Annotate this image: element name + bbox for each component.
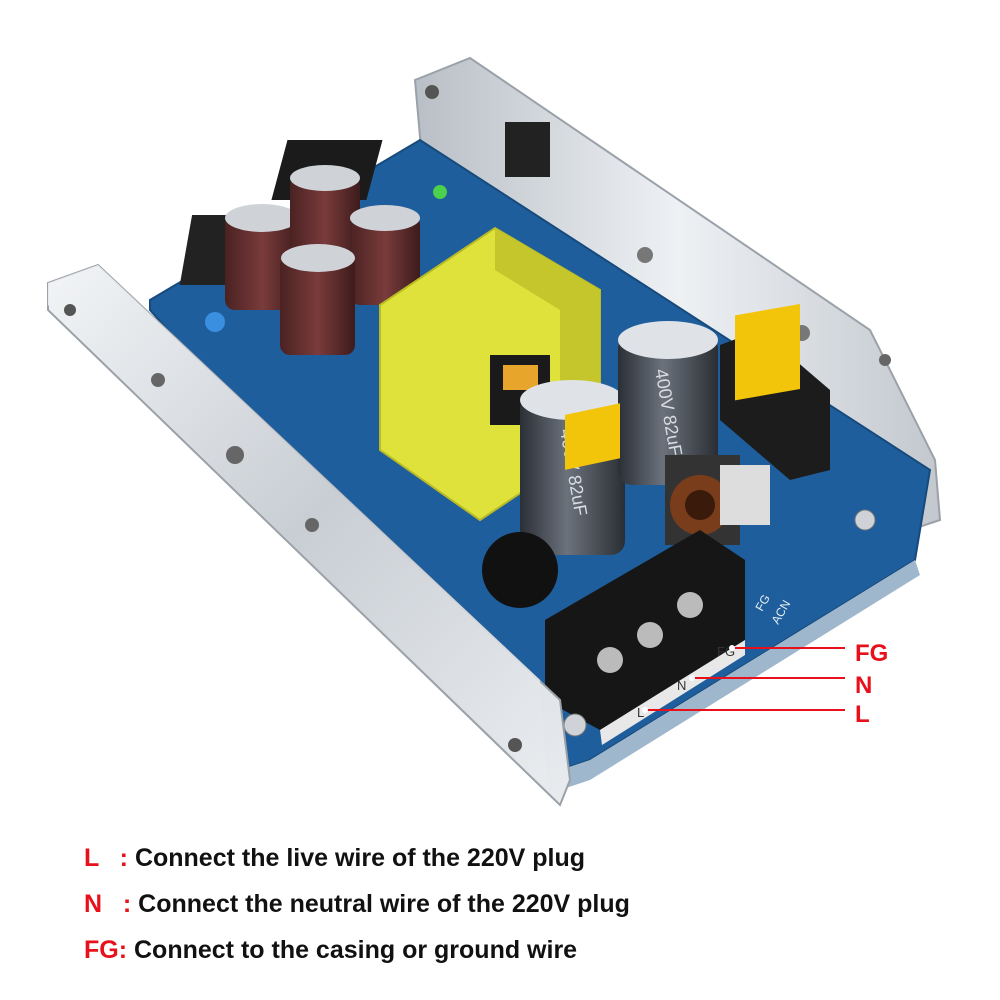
wiring-legend: L : Connect the live wire of the 220V pl…	[84, 835, 984, 973]
callout-label-l: L	[855, 701, 870, 728]
legend-desc-l: Connect the live wire of the 220V plug	[134, 843, 586, 872]
callout-label-n: N	[855, 672, 873, 699]
common-mode-choke	[665, 455, 770, 545]
heatsink-hole	[425, 85, 439, 99]
heatsink-hole	[305, 518, 319, 532]
legend-desc-fg: Connect to the casing or ground wire	[134, 935, 578, 964]
ac-input-terminal: L N FG	[545, 530, 745, 745]
input-capacitors: 400V 82uF 400V 82uF	[520, 321, 718, 555]
legend-desc-n: Connect the neutral wire of the 220V plu…	[138, 889, 630, 918]
heatsink-hole	[151, 373, 165, 387]
callout-dot-l	[642, 707, 648, 713]
legend-key-fg: FG:	[84, 935, 134, 964]
legend-row-n: N : Connect the neutral wire of the 220V…	[84, 881, 984, 927]
ntc-thermistor	[482, 532, 558, 608]
terminal-label-n: N	[677, 678, 686, 693]
callout-label-fg: FG	[855, 640, 889, 667]
mosfet	[505, 122, 550, 177]
terminal-label-l: L	[637, 705, 644, 720]
x-capacitor	[565, 403, 620, 470]
heatsink-hole	[879, 354, 891, 366]
power-supply-photo: 400V 82uF 400V 82uF FG ACN L N FG	[47, 56, 942, 807]
output-capacitors	[225, 165, 420, 355]
mount-screw	[563, 713, 587, 737]
trim-pot	[205, 312, 225, 332]
mount-screw	[854, 509, 876, 531]
heatsink-hole	[508, 738, 522, 752]
status-led	[433, 185, 447, 199]
legend-row-fg: FG: Connect to the casing or ground wire	[84, 927, 984, 973]
legend-key-n: N :	[84, 889, 139, 918]
front-heatsink-face	[48, 265, 548, 790]
pcb-edge	[560, 560, 920, 790]
callout-dot-n	[689, 675, 695, 681]
heatsink-hole	[637, 247, 653, 263]
callout-dot-fg	[729, 645, 735, 651]
heatsink-hole	[226, 446, 244, 464]
legend-key-l: L :	[84, 843, 135, 872]
heatsink-hole	[64, 304, 76, 316]
x-capacitor	[735, 303, 800, 401]
legend-row-l: L : Connect the live wire of the 220V pl…	[84, 835, 984, 881]
